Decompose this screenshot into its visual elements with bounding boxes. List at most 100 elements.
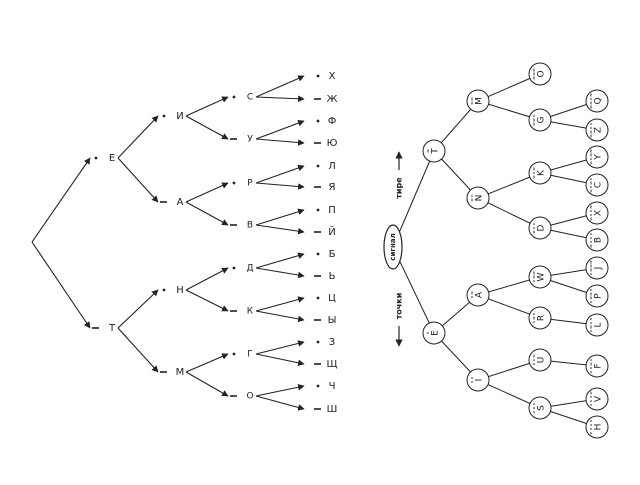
letter-node: О	[246, 392, 253, 402]
node-letter-p: P	[594, 293, 604, 299]
branch-l4	[255, 395, 305, 411]
code-dot	[590, 158, 592, 160]
branch-l4	[255, 383, 305, 397]
node-code-i	[471, 377, 473, 383]
code-mark-l3	[232, 352, 236, 356]
code-mark-l4	[316, 119, 320, 123]
node-code-f	[590, 359, 592, 373]
code-dot	[533, 280, 535, 282]
code-dot	[590, 214, 592, 216]
code-dot	[533, 363, 535, 365]
node-letter-g: G	[537, 116, 547, 123]
code-dot	[590, 420, 592, 422]
node-letter-s: S	[537, 405, 547, 411]
node-code-s	[533, 403, 535, 413]
node-letter-v: V	[594, 395, 604, 402]
node-letter-l: L	[594, 322, 604, 327]
branch-l4	[255, 296, 305, 312]
code-dot	[590, 367, 592, 369]
node-s	[528, 396, 552, 420]
node-i	[466, 368, 490, 392]
node-o	[528, 62, 552, 86]
letter-node: Ц	[328, 293, 336, 304]
node-code-a	[471, 291, 473, 298]
code-mark-l3	[232, 181, 236, 185]
code-dot	[590, 371, 592, 373]
code-dot	[533, 313, 535, 315]
code-mark-l4	[316, 164, 320, 168]
code-dot	[533, 407, 535, 409]
node-code-q	[590, 93, 592, 109]
node-w	[528, 265, 552, 289]
code-dot	[590, 186, 592, 188]
letter-node: И	[176, 111, 183, 122]
code-mark-l4	[316, 208, 320, 212]
node-d	[528, 216, 552, 240]
letter-node: Ю	[327, 138, 338, 149]
node-code-n	[471, 195, 473, 202]
signal-label: сигнал	[389, 233, 397, 260]
code-dot	[590, 123, 592, 125]
code-mark-l4	[316, 252, 320, 256]
node-code-v	[590, 391, 592, 406]
code-dot	[590, 289, 592, 291]
letter-node: Ь	[329, 271, 336, 282]
code-dot	[590, 322, 592, 324]
letter-node: М	[176, 367, 185, 378]
node-code-h	[590, 420, 592, 434]
letter-node: Е	[109, 153, 115, 164]
node-letter-f: F	[594, 363, 604, 368]
code-dot	[533, 411, 535, 413]
branch-l4	[255, 252, 305, 269]
branch-l4	[255, 208, 305, 226]
branch-l4	[255, 75, 305, 98]
letter-node: Д	[246, 264, 253, 274]
node-letter-u: U	[537, 357, 547, 364]
node-t	[422, 139, 446, 163]
code-mark-l4	[316, 74, 320, 78]
node-m	[466, 89, 490, 113]
branch-root-0	[31, 157, 91, 243]
letter-node: Х	[329, 71, 336, 82]
code-dot	[533, 172, 535, 174]
letter-node: В	[247, 221, 253, 231]
code-dot	[590, 424, 592, 426]
code-dot	[590, 233, 592, 235]
node-letter-h: H	[594, 424, 604, 431]
code-dot	[533, 359, 535, 361]
code-dot	[533, 321, 535, 323]
letter-node: Н	[176, 285, 184, 296]
node-a	[466, 283, 490, 307]
node-letter-q: Q	[594, 97, 604, 104]
branch-l2	[117, 157, 159, 203]
code-dot	[590, 127, 592, 129]
letter-node: Ф	[328, 116, 337, 127]
node-code-e	[427, 332, 429, 334]
node-x	[585, 201, 609, 225]
code-dot	[471, 296, 473, 298]
branch-l4	[255, 267, 305, 279]
node-letter-d: D	[537, 224, 547, 231]
node-code-u	[533, 354, 535, 365]
letter-node: Т	[108, 323, 116, 334]
code-dot	[590, 330, 592, 332]
letter-node: Ы	[328, 315, 337, 326]
node-code-x	[590, 205, 592, 221]
node-u	[528, 348, 552, 372]
code-dot	[590, 396, 592, 398]
code-dot	[471, 195, 473, 197]
node-code-r	[533, 313, 535, 323]
code-dot	[590, 241, 592, 243]
branch-l4	[255, 353, 305, 367]
code-mark-l2	[162, 288, 166, 292]
code-dot	[590, 432, 592, 434]
letter-node: Щ	[327, 359, 338, 370]
node-letter-r: R	[537, 315, 547, 321]
code-mark-l4	[316, 384, 320, 388]
code-mark-l4	[316, 296, 320, 300]
code-dot	[427, 332, 429, 334]
node-letter-a: A	[475, 291, 485, 298]
letter-node: А	[177, 197, 184, 208]
edge-ROOT-T	[392, 150, 435, 248]
branch-l4	[255, 95, 305, 103]
